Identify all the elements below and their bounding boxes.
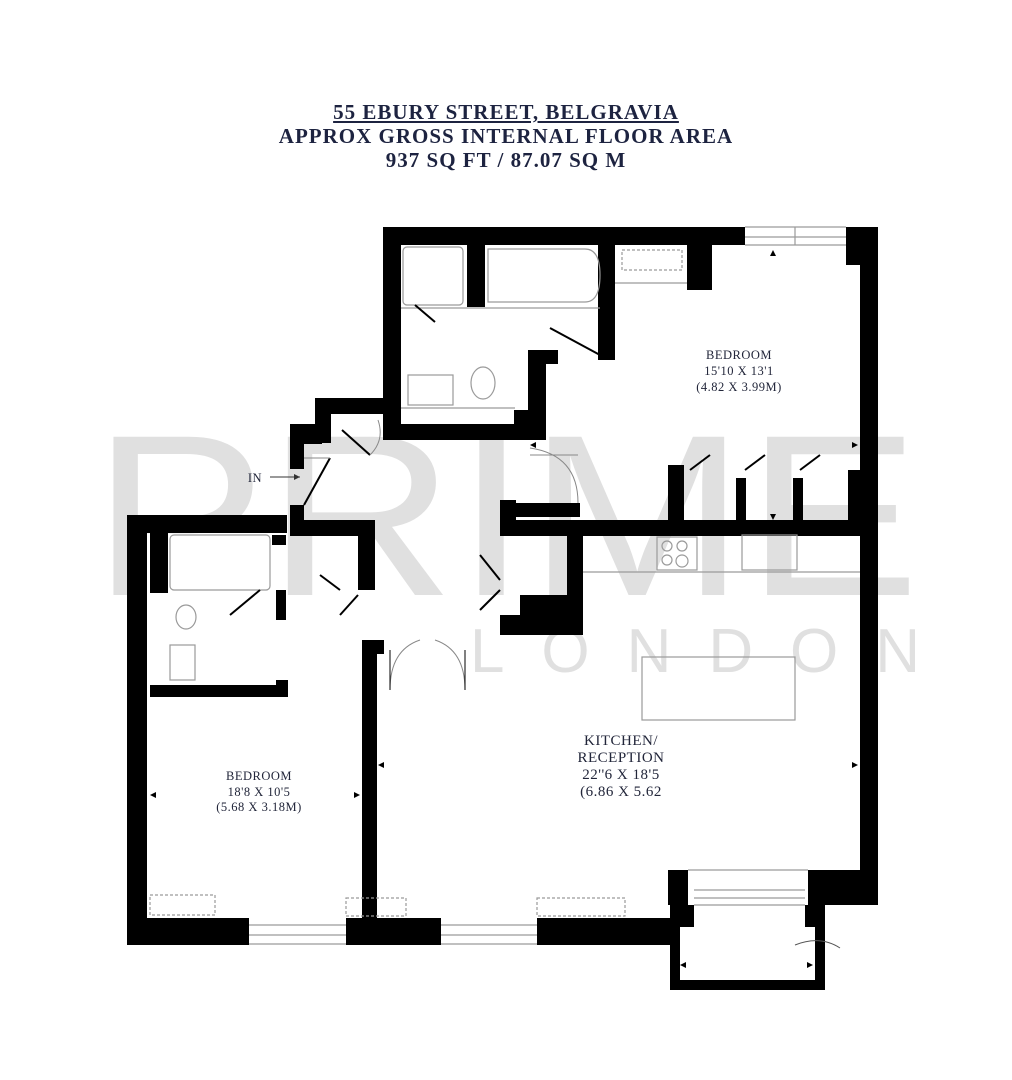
room-dimensions-metric: (6.86 X 5.62 [580,784,662,800]
room-bedroom-1: BEDROOM 15'10 X 13'1 (4.82 X 3.99M) [696,348,781,394]
fixtures [149,226,860,945]
doors [229,304,841,949]
sink [741,534,798,571]
property-address: 55 Ebury Street, Belgravia [333,100,679,124]
bathtub [487,248,601,303]
measurement-markers [150,250,858,968]
area-value: 937 sq ft / 87.07 sq m [385,148,627,172]
area-label: Approx Gross Internal Floor Area [278,124,734,148]
entrance-label: IN [248,471,262,485]
room-name-line1: KITCHEN/ [584,733,658,749]
kitchen-island [641,656,796,721]
hob [656,536,698,571]
room-name-line2: RECEPTION [578,750,665,766]
room-name: BEDROOM [706,348,772,362]
bathtub-2 [169,534,271,591]
floorplan-header: 55 Ebury Street, Belgravia Approx Gross … [0,100,1012,172]
room-dimensions-imperial: 15'10 X 13'1 [704,364,774,378]
basin-2 [169,644,196,681]
shower-tray [402,246,464,306]
room-kitchen-reception: KITCHEN/ RECEPTION 22''6 X 18'5 (6.86 X … [578,733,665,800]
room-dimensions-imperial: 22''6 X 18'5 [582,767,659,783]
basin [407,374,454,406]
walls [127,227,878,990]
room-dimensions-metric: (4.82 X 3.99M) [696,380,781,394]
room-bedroom-2: BEDROOM 18'8 X 10'5 (5.68 X 3.18M) [216,769,301,814]
room-dimensions-imperial: 18'8 X 10'5 [228,785,291,799]
entrance-marker: IN [248,471,300,485]
room-dimensions-metric: (5.68 X 3.18M) [216,800,301,814]
room-name: BEDROOM [226,769,292,783]
toilet-2 [175,604,197,630]
toilet [470,366,496,400]
